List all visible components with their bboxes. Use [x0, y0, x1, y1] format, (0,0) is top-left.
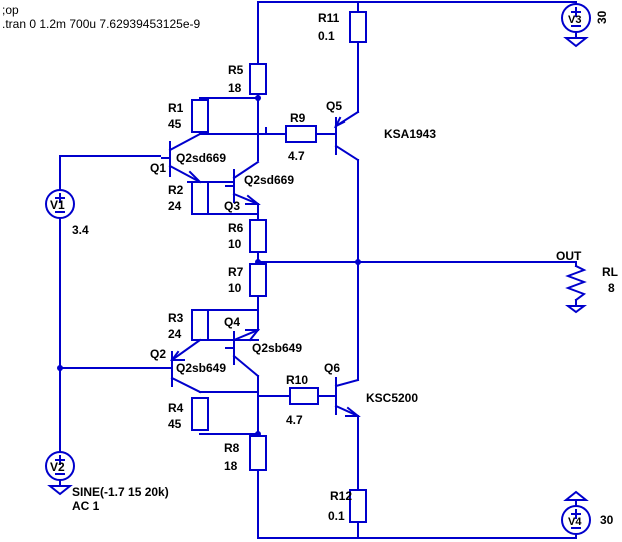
value-r2: 24	[168, 199, 182, 213]
resistor-r7	[249, 263, 267, 297]
label-q5: Q5	[326, 99, 342, 113]
directive-tran: .tran 0 1.2m 700u 7.62939453125e-9	[2, 17, 200, 31]
label-q1: Q1	[150, 161, 166, 175]
label-r3: R3	[168, 311, 184, 325]
resistor-r1	[191, 99, 209, 133]
transistor-q6	[334, 377, 361, 418]
value-r11: 0.1	[318, 29, 335, 43]
label-r1: R1	[168, 101, 184, 115]
label-r10: R10	[286, 373, 308, 387]
voltage-source-v1	[45, 189, 75, 219]
resistor-r6	[249, 219, 267, 253]
label-r7: R7	[228, 265, 244, 279]
label-q4: Q4	[224, 315, 240, 329]
resistor-r10	[289, 387, 319, 405]
directive-op: ;op	[2, 3, 19, 17]
junctions	[57, 95, 361, 437]
label-v4: V4	[568, 516, 582, 528]
junction-dot	[255, 431, 261, 437]
junction-dot	[255, 259, 261, 265]
transistor-q5	[333, 110, 360, 162]
value-r7: 10	[228, 281, 242, 295]
resistor-r8	[249, 435, 267, 471]
label-v3: V3	[568, 14, 581, 26]
resistor-r3	[191, 309, 209, 341]
value-r6: 10	[228, 237, 242, 251]
value-r9: 4.7	[288, 149, 305, 163]
labels: ;op .tran 0 1.2m 700u 7.62939453125e-9 R…	[2, 3, 618, 528]
value-r1: 45	[168, 117, 182, 131]
transistor-q4	[225, 328, 261, 378]
label-q3: Q3	[224, 199, 240, 213]
label-r4: R4	[168, 401, 184, 415]
transistor-q1	[161, 132, 203, 184]
model-q3: Q2sd669	[244, 173, 294, 187]
ground-symbols	[565, 305, 587, 314]
resistors	[191, 11, 587, 523]
value-v4: 30	[600, 513, 614, 527]
transistor-q2	[161, 338, 202, 394]
voltage-source-v2	[45, 451, 75, 496]
resistor-r12	[349, 489, 367, 523]
net-label-out: OUT	[556, 249, 582, 263]
ground-icon	[565, 305, 587, 314]
label-q2: Q2	[150, 347, 166, 361]
value-r3: 24	[168, 327, 182, 341]
label-q6: Q6	[324, 361, 340, 375]
value-r12: 0.1	[328, 509, 345, 523]
label-r8: R8	[224, 441, 240, 455]
label-r9: R9	[290, 111, 306, 125]
value-r10: 4.7	[286, 413, 303, 427]
label-r12: R12	[330, 489, 352, 503]
model-q5: KSA1943	[384, 127, 436, 141]
resistor-r9	[285, 125, 317, 143]
resistor-rl	[565, 264, 587, 302]
label-v1: V1	[50, 198, 65, 212]
value-r4: 45	[168, 417, 182, 431]
resistor-r2	[191, 181, 209, 215]
label-r2: R2	[168, 183, 184, 197]
transistors	[161, 110, 361, 418]
junction-dot	[255, 95, 261, 101]
value2-v2: AC 1	[72, 499, 100, 513]
junction-dot	[57, 365, 63, 371]
label-r6: R6	[228, 221, 244, 235]
model-q4: Q2sb649	[252, 341, 302, 355]
wires	[59, 1, 577, 539]
voltage-source-v3	[561, 3, 591, 48]
label-v2: V2	[50, 460, 65, 474]
resistor-r5	[249, 63, 267, 95]
model-q1: Q2sd669	[176, 151, 226, 165]
sources	[45, 3, 591, 535]
junction-dot	[355, 259, 361, 265]
value-r8: 18	[224, 459, 238, 473]
model-q2: Q2sb649	[176, 361, 226, 375]
resistor-r4	[191, 397, 209, 431]
resistor-r11	[349, 11, 367, 43]
label-rl: RL	[602, 265, 618, 279]
label-r5: R5	[228, 63, 244, 77]
value-v1: 3.4	[72, 223, 89, 237]
label-r11: R11	[318, 11, 340, 25]
value-v2: SINE(-1.7 15 20k)	[72, 485, 169, 499]
value-rl: 8	[608, 281, 615, 295]
value-r5: 18	[228, 81, 242, 95]
transistor-q3	[225, 160, 261, 206]
model-q6: KSC5200	[366, 391, 418, 405]
voltage-source-v4	[561, 490, 591, 535]
value-v3: 30	[595, 10, 609, 24]
